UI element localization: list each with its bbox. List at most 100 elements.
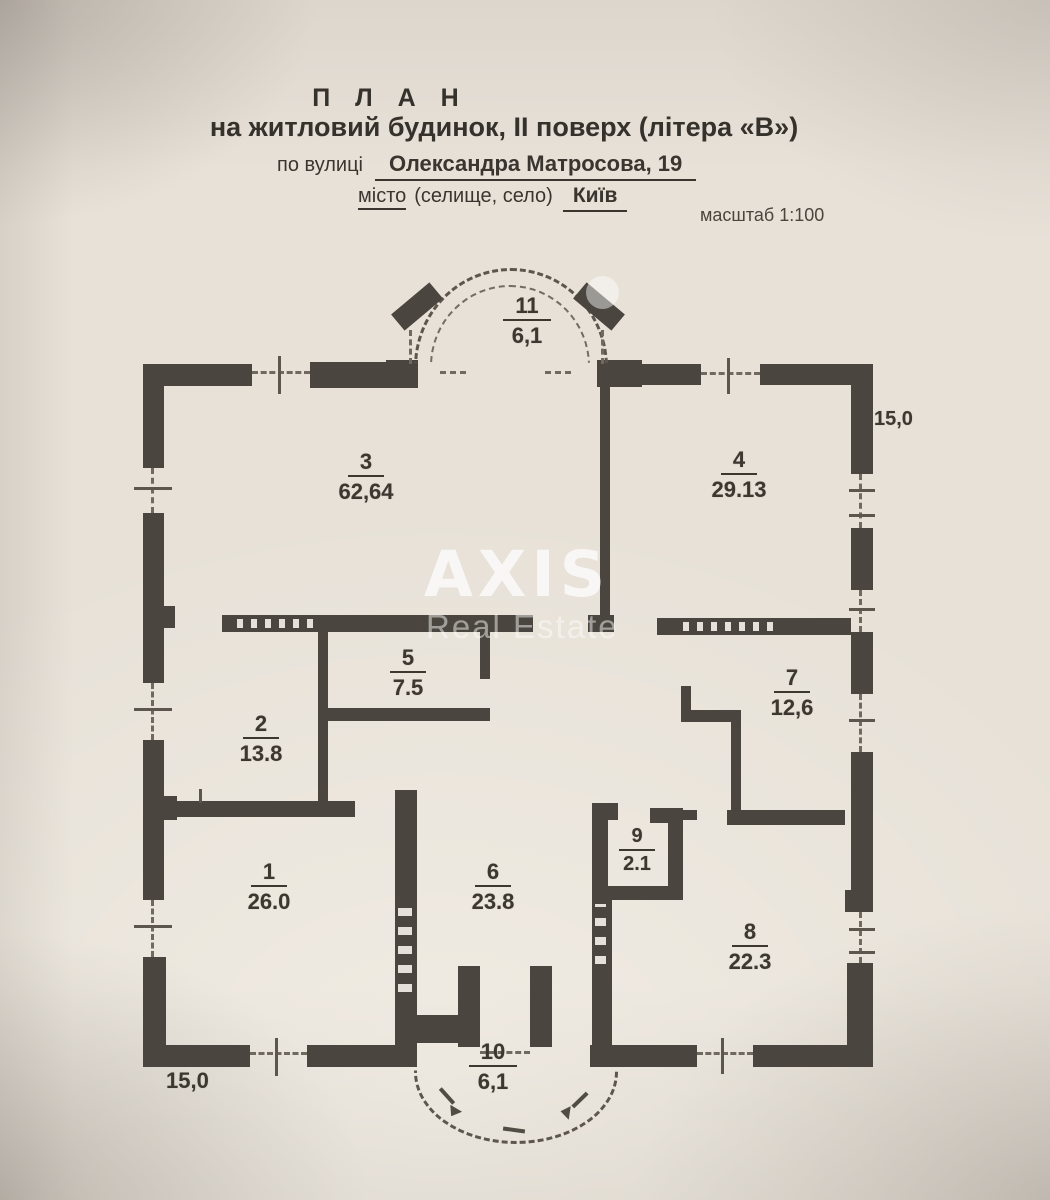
room-area: 29.13	[711, 477, 767, 503]
room-number: 3	[347, 450, 385, 478]
window-marker	[250, 1052, 307, 1055]
window-tick	[134, 708, 172, 711]
city-line: місто (селище, село) Київ	[358, 184, 628, 212]
wall-segment	[143, 364, 164, 468]
wall-segment	[681, 686, 691, 722]
room-area: 26.0	[247, 889, 291, 915]
wall-segment	[592, 803, 608, 900]
city-label: місто	[358, 185, 407, 210]
watermark-brand: AXIS	[424, 538, 611, 611]
wall-segment	[480, 632, 490, 679]
window-marker	[151, 468, 154, 513]
wall-segment	[530, 966, 552, 1047]
watermark-disc	[586, 276, 619, 309]
room-number: 7	[773, 666, 811, 694]
city-hint: (селище, село)	[414, 185, 553, 207]
wall-segment	[143, 1045, 250, 1067]
room-area: 12,6	[770, 695, 814, 721]
room-number: 4	[720, 448, 758, 476]
wall-segment	[143, 606, 175, 628]
room-label-6: 6 23.8	[448, 860, 538, 913]
room-area: 6,1	[511, 323, 543, 349]
room-number: 8	[731, 920, 769, 948]
window-tick	[849, 719, 875, 722]
wall-hatch	[237, 619, 318, 628]
room-label-7: 7 12,6	[747, 666, 837, 719]
wall-segment	[417, 1015, 460, 1043]
wall-segment	[600, 386, 610, 617]
wall-segment	[157, 801, 355, 817]
room-label-4: 4 29.13	[694, 448, 784, 501]
room-area: 22.3	[728, 949, 772, 975]
wall-segment	[681, 710, 741, 722]
wall-segment	[590, 1045, 697, 1067]
room-area: 6,1	[477, 1069, 509, 1095]
wall-segment	[458, 966, 480, 1047]
wall-segment	[597, 364, 701, 385]
room-number: 10	[468, 1040, 518, 1068]
window-marker	[701, 372, 760, 375]
room-label-10: 10 6,1	[448, 1040, 538, 1093]
room-label-5: 5 7.5	[363, 646, 453, 699]
window-marker	[859, 694, 862, 752]
room-number: 9	[619, 826, 655, 851]
city-value: Київ	[562, 184, 628, 212]
window-tick	[849, 928, 875, 931]
window-tick	[849, 489, 875, 492]
wall-segment	[143, 740, 164, 900]
room-area: 13.8	[239, 741, 283, 767]
wall-segment	[143, 513, 164, 683]
room-number: 11	[503, 294, 551, 322]
wall-segment	[318, 632, 328, 810]
wall-segment	[143, 364, 252, 386]
street-value: Олександра Матросова, 19	[375, 151, 697, 181]
window-marker	[859, 474, 862, 528]
room-label-9: 9 2.1	[592, 826, 682, 875]
window-marker	[480, 1051, 530, 1054]
room-label-1: 1 26.0	[224, 860, 314, 913]
room-area: 23.8	[471, 889, 515, 915]
street-label: по вулиці	[277, 154, 363, 176]
window-marker	[545, 371, 571, 374]
wall-segment	[143, 957, 166, 1067]
room-label-8: 8 22.3	[705, 920, 795, 973]
wall-segment	[731, 710, 741, 822]
dimension-bottom-left: 15,0	[166, 1068, 209, 1093]
room-area: 7.5	[392, 675, 424, 701]
window-marker	[409, 330, 412, 364]
window-tick	[134, 925, 172, 928]
wall-segment	[727, 810, 845, 825]
window-marker	[151, 900, 154, 957]
window-marker	[601, 330, 604, 364]
wall-segment	[851, 632, 873, 694]
window-marker	[697, 1052, 753, 1055]
wall-segment	[592, 886, 683, 900]
window-tick	[199, 789, 202, 803]
dimension-right: 15,0	[874, 408, 913, 430]
window-marker	[859, 590, 862, 632]
room-area: 2.1	[623, 853, 651, 875]
window-marker	[440, 371, 466, 374]
wall-segment	[592, 803, 618, 820]
plan-title: П Л А Н	[312, 84, 468, 112]
wall-segment	[845, 890, 873, 912]
window-tick	[278, 356, 281, 394]
wall-segment	[760, 364, 873, 385]
window-tick	[134, 487, 172, 490]
wall-segment	[588, 615, 614, 632]
wall-segment	[668, 808, 683, 900]
room-number: 1	[250, 860, 288, 888]
window-marker	[859, 912, 862, 963]
room-label-2: 2 13.8	[216, 712, 306, 765]
wall-segment	[328, 708, 490, 721]
window-tick	[275, 1038, 278, 1076]
wall-segment	[851, 752, 873, 892]
scale-label: масштаб 1:100	[700, 205, 825, 225]
wall-hatch	[595, 904, 606, 964]
room-number: 6	[474, 860, 512, 888]
room-label-11: 11 6,1	[482, 294, 572, 347]
room-number: 2	[242, 712, 280, 740]
window-tick	[849, 514, 875, 517]
window-tick	[849, 608, 875, 611]
room-label-3: 3 62,64	[321, 450, 411, 503]
